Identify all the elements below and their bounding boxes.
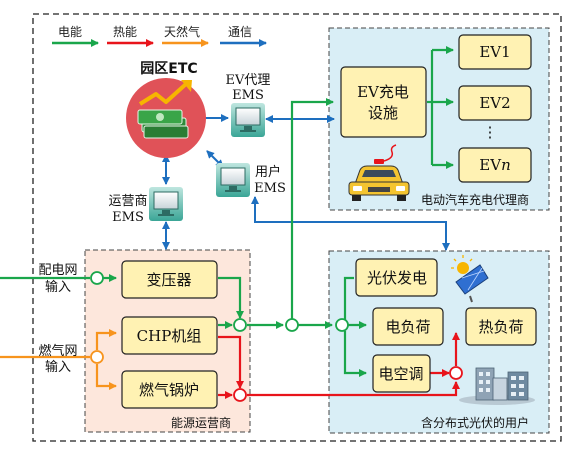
air-cond-label: 电空调 [378,365,423,383]
operator-ems-node[interactable]: 运营商 EMS [108,187,183,225]
region-ev-agent-label: 电动汽车充电代理商 [421,192,529,207]
junction-user-electric [335,318,349,332]
legend-electric-label: 电能 [58,25,82,39]
heat-lines [218,332,460,399]
ev-agent-ems-label-1: EV代理 [226,73,271,88]
legend-comm-label: 通信 [228,25,252,39]
heat-load-label: 热负荷 [478,318,523,336]
junction-gas-input [90,350,104,364]
evn-box[interactable]: EVn [458,147,532,183]
ev-ellipsis: ⋮ [483,123,498,141]
gas-lines [0,329,117,390]
region-energy-operator-label: 能源运营商 [171,415,231,430]
elec-load-box[interactable]: 电负荷 [372,307,444,346]
operator-ems-label-2: EMS [112,210,144,225]
region-pv-users-label: 含分布式光伏的用户 [421,415,529,430]
grid-input-label-1: 配电网 [38,263,77,278]
user-ems-node[interactable]: 用户 EMS [216,163,286,197]
ev-car-icon [348,144,410,201]
money-growth-icon [137,80,192,139]
ev-agent-ems-node[interactable]: EV代理 EMS [226,73,271,137]
air-cond-box[interactable]: 电空调 [372,354,431,393]
gas-boiler-label: 燃气锅炉 [139,381,199,399]
ev1-box[interactable]: EV1 [458,34,532,70]
chp-box[interactable]: CHP机组 [121,316,218,355]
operator-monitor-icon [149,187,183,221]
legend-heat-label: 热能 [113,25,137,39]
buildings-icon [459,367,535,405]
junctions [90,271,463,402]
chp-label: CHP机组 [137,327,202,345]
transformer-label: 变压器 [146,271,191,289]
user-monitor-icon [216,163,250,197]
gas-boiler-box[interactable]: 燃气锅炉 [121,370,218,409]
gas-input-label-2: 输入 [45,359,71,375]
ev-charger-box[interactable]: EV充电 设施 [340,66,427,138]
legend: 电能 热能 天然气 通信 [52,24,267,47]
junction-grid-input [90,271,104,285]
ev-agent-monitor-icon [231,103,265,137]
park-etc-title: 园区ETC [140,61,197,77]
elec-load-label: 电负荷 [385,318,430,336]
ev1-label: EV1 [479,43,510,61]
heat-load-box[interactable]: 热负荷 [465,307,537,346]
junction-bus-electric [285,318,299,332]
user-ems-label-1: 用户 [255,164,281,180]
ev-charger-label-2: 设施 [368,104,398,122]
junction-user-heat [449,366,463,380]
operator-ems-label-1: 运营商 [108,194,147,209]
ev-charger-label-1: EV充电 [357,83,409,101]
ev2-box[interactable]: EV2 [458,85,532,121]
junction-operator-electric [233,318,247,332]
junction-operator-heat [233,388,247,402]
evn-label: EVn [479,156,510,174]
gas-input-label-1: 燃气网 [38,343,77,359]
outer-frame [32,13,562,442]
ev2-label: EV2 [479,94,510,112]
electric-lines [0,46,454,377]
legend-gas-label: 天然气 [164,24,200,39]
pv-gen-box[interactable]: 光伏发电 [355,258,438,297]
solar-panel-icon [451,255,489,303]
ev-agent-ems-label-2: EMS [232,88,264,103]
user-ems-label-2: EMS [254,181,286,196]
pv-gen-label: 光伏发电 [367,269,427,287]
transformer-box[interactable]: 变压器 [121,260,218,299]
grid-input-label-2: 输入 [45,279,71,295]
park-etc-node[interactable]: 园区ETC [126,61,206,158]
